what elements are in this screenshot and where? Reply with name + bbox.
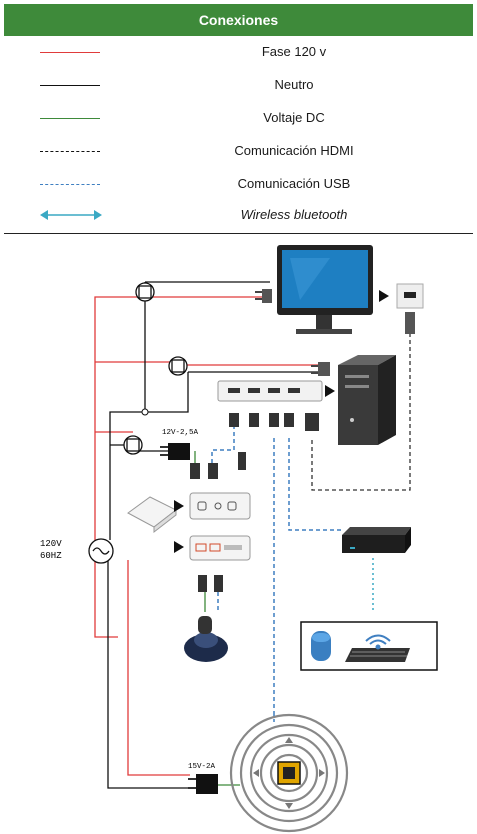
legend-label: Voltaje DC [263,110,325,125]
outlet-3 [123,435,143,455]
ac-source-icon [88,538,114,564]
hdmi-wiring [311,333,411,491]
bluetooth-arrow-swatch [40,210,102,220]
legend-label: Neutro [274,77,314,92]
monitor-plug-icon [255,289,272,303]
charging-pad-icon [229,713,349,833]
arrow-icon [379,290,389,302]
adapter-15v-label: 15V-2A [188,763,216,771]
outlet-1 [135,282,155,302]
usb-cable-connectors [198,575,223,592]
legend-label: Comunicación HDMI [234,143,354,158]
neutral-wiring [107,281,325,789]
mouse-icon [311,631,331,661]
chip-icon [283,767,295,779]
power-adapter-15v-icon [188,774,218,794]
legend-title: Conexiones [4,4,473,36]
keyboard-icon [345,648,410,662]
arrow-icon [325,385,335,397]
phase-line-swatch [40,52,100,53]
phase-wiring [94,296,325,776]
arrow-icon [174,541,184,553]
dc-line-swatch [40,118,100,119]
power-adapter-12v-icon [160,443,190,460]
junction-dot [141,408,149,416]
source-frequency-label: 60HZ [40,551,62,561]
port-panel-icon [217,380,323,402]
legend-item-usb: Comunicación USB [4,174,473,196]
outlet-2 [168,356,188,376]
power-plug-icon [311,362,330,376]
legend-item-dc: Voltaje DC [4,108,473,130]
wireless-module-icon [127,496,177,534]
hdmi-port-icon [396,283,424,334]
receiver-box-icon [342,527,411,553]
legend-item-hdmi: Comunicación HDMI [4,141,473,163]
legend-divider [4,233,473,234]
legend-label: Fase 120 v [261,44,327,59]
monitor-icon [277,245,373,334]
legend-item-fase: Fase 120 v [4,42,473,64]
bluetooth-speaker-icon [184,616,228,662]
direction-arrows [253,737,325,809]
device-panel-1-icon [189,492,251,520]
wifi-icon [365,634,391,650]
arrow-icon [174,500,184,512]
legend-item-neutro: Neutro [4,75,473,97]
legend-label: Wireless bluetooth [240,207,348,222]
adapter-12v-label: 12V-2,5A [162,429,199,437]
hdmi-line-swatch [40,151,100,152]
source-voltage-label: 120V [40,539,62,549]
usb-line-swatch [40,184,100,185]
neutral-line-swatch [40,85,100,86]
device-panel-2-icon [189,535,251,561]
computer-tower-icon [338,355,396,445]
usb-connector-icon [229,413,319,431]
legend-label: Comunicación USB [237,176,351,191]
adapter-connectors [190,452,246,479]
usb-wiring [211,425,342,712]
legend-item-bluetooth: Wireless bluetooth [4,205,473,227]
